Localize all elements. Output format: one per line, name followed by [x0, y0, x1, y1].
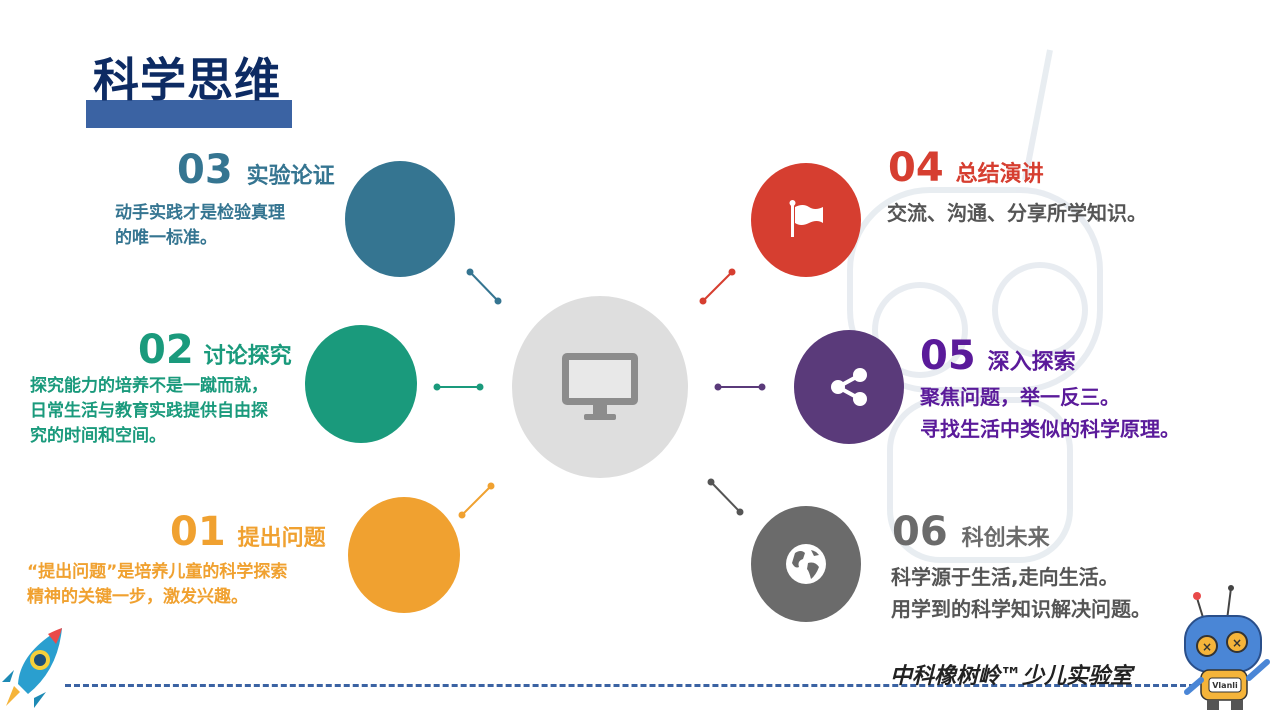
circle-04	[751, 163, 861, 277]
circle-06	[751, 506, 861, 622]
item-heading-06: 科创未来	[961, 526, 1050, 551]
item-desc-line: 日常生活与教育实践提供自由探	[30, 401, 268, 421]
svg-text:×: ×	[1232, 636, 1242, 650]
item-heading-01: 提出问题	[237, 526, 326, 551]
item-desc-line: 精神的关键一步，激发兴趣。	[27, 587, 248, 607]
connector-02	[433, 383, 484, 391]
monitor-icon	[562, 353, 638, 420]
item-number-03: 03	[177, 147, 233, 193]
item-desc-line: 用学到的科学知识解决问题。	[891, 597, 1151, 621]
item-desc-line: 动手实践才是检验真理	[115, 203, 285, 223]
connector-04	[699, 268, 736, 305]
connector-06	[707, 478, 744, 516]
footer-brand-text: 中科橡树岭™少儿实验室	[890, 664, 1133, 689]
item-desc-line: 的唯一标准。	[115, 228, 217, 248]
item-number-02: 02	[138, 327, 194, 373]
item-desc-line: 究的时间和空间。	[30, 426, 166, 446]
page-title: 科学思维	[93, 53, 281, 107]
item-desc-02: 探究能力的培养不是一蹴而就， 日常生活与教育实践提供自由探 究的时间和空间。	[30, 374, 268, 449]
circle-03	[345, 161, 455, 277]
item-heading-03: 实验论证	[246, 164, 335, 189]
share-icon	[831, 368, 867, 406]
item-number-06: 06	[892, 509, 948, 555]
item-desc-05: 聚焦问题，举一反三。 寻找生活中类似的科学原理。	[920, 381, 1180, 445]
center-circle	[512, 296, 688, 478]
item-heading-05: 深入探索	[987, 350, 1076, 375]
item-heading-04: 总结演讲	[955, 162, 1044, 187]
robot-label: Vlanli	[1212, 681, 1238, 690]
item-desc-06: 科学源于生活,走向生活。 用学到的科学知识解决问题。	[891, 561, 1151, 625]
item-number-01: 01	[170, 509, 226, 555]
connector-01	[458, 482, 495, 519]
item-number-04: 04	[888, 145, 944, 191]
item-desc-line: 交流、沟通、分享所学知识。	[887, 201, 1147, 225]
item-desc-03: 动手实践才是检验真理 的唯一标准。	[115, 201, 285, 251]
item-desc-line: 探究能力的培养不是一蹴而就，	[30, 376, 268, 396]
globe-icon	[786, 544, 826, 584]
flag-icon	[789, 200, 823, 237]
item-desc-line: 寻找生活中类似的科学原理。	[920, 417, 1180, 441]
item-desc-line: “提出问题”是培养儿童的科学探索	[27, 562, 288, 582]
item-desc-line: 聚焦问题，举一反三。	[920, 385, 1120, 409]
circle-01	[348, 497, 460, 613]
connector-03	[466, 268, 502, 305]
rocket-icon	[2, 628, 62, 708]
item-heading-02: 讨论探究	[203, 344, 292, 369]
robot-mascot: × × Vlanli	[1184, 585, 1270, 710]
watermark-robot	[847, 49, 1103, 563]
item-desc-04: 交流、沟通、分享所学知识。	[887, 201, 1147, 226]
connector-05	[714, 383, 766, 391]
circle-05	[794, 330, 904, 444]
svg-text:×: ×	[1202, 640, 1212, 654]
item-desc-01: “提出问题”是培养儿童的科学探索 精神的关键一步，激发兴趣。	[27, 560, 287, 610]
item-desc-line: 科学源于生活,走向生活。	[891, 565, 1119, 589]
title-underline-bar	[86, 100, 292, 128]
circle-02	[305, 325, 417, 443]
footer-dashed-line	[65, 684, 1195, 687]
item-number-05: 05	[920, 333, 976, 379]
